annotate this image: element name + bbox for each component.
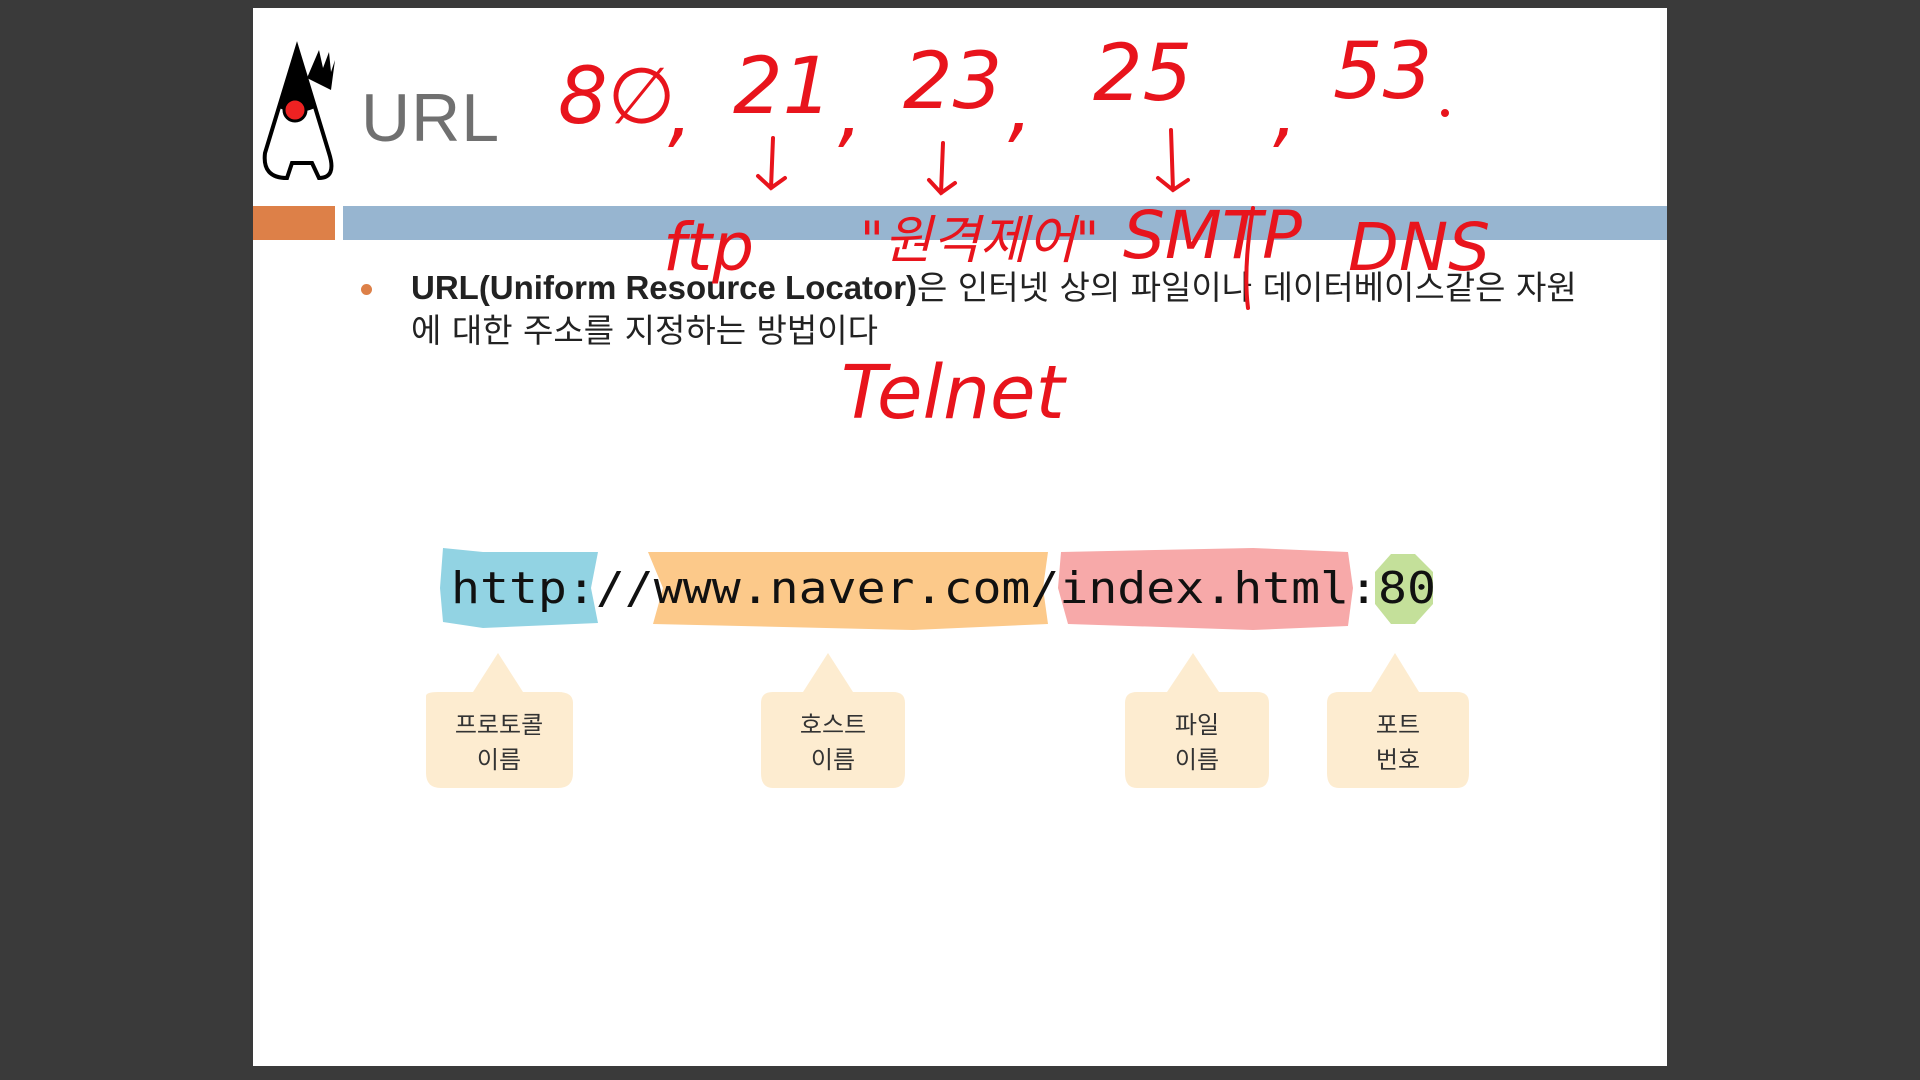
url-port: 80 (1378, 563, 1436, 614)
url-file: index.html (1059, 563, 1349, 614)
callout-file: 파일 이름 (1125, 653, 1269, 788)
callout-file-line2: 이름 (1175, 746, 1219, 774)
host-shape (648, 552, 1048, 630)
callout-port: 포트 번호 (1327, 653, 1469, 788)
note-port-21: 21 (733, 42, 832, 132)
slide: URL URL(Uniform Resource Locator)은 인터넷 상… (253, 8, 1667, 1066)
note-telnet: Telnet (841, 350, 1068, 436)
note-comma-3: , (1008, 62, 1033, 152)
note-port-25: 25 (1093, 29, 1192, 119)
slide-title: URL (361, 80, 501, 156)
title-divider-bar (343, 206, 1667, 240)
url-diagram: http://www.naver.com/index.html:80 프로토콜 … (426, 548, 1469, 788)
callout-host-line1: 호스트 (800, 711, 866, 739)
callout-host: 호스트 이름 (761, 653, 905, 788)
file-shape (1058, 548, 1353, 630)
url-separator: :// (567, 563, 654, 614)
callout-host-line2: 이름 (811, 746, 855, 774)
callout-protocol-line2: 이름 (477, 746, 521, 774)
url-text: http://www.naver.com/index.html:80 (451, 563, 1436, 614)
note-comma-4: , (1273, 67, 1298, 157)
callout-file-line1: 파일 (1175, 711, 1219, 739)
note-comma-2: , (838, 67, 863, 157)
duke-mascot-icon (262, 41, 335, 181)
bullet-dot (361, 284, 372, 295)
title-accent-bar (253, 206, 335, 240)
note-port-23: 23 (903, 37, 1002, 127)
callout-port-line2: 번호 (1376, 746, 1420, 774)
url-host: www.naver.com (654, 563, 1031, 614)
url-colon: : (1349, 563, 1378, 614)
note-comma-1: , (668, 67, 693, 157)
bullet-text: URL(Uniform Resource Locator)은 인터넷 상의 파일… (411, 266, 1591, 352)
url-protocol: http (451, 563, 567, 614)
callout-protocol: 프로토콜 이름 (426, 653, 573, 788)
protocol-shape (440, 548, 598, 628)
note-port-80: 8∅ (558, 52, 676, 142)
callout-port-line1: 포트 (1376, 711, 1420, 739)
note-port-53: 53 (1333, 27, 1432, 117)
port-shape (1375, 554, 1433, 624)
url-slash: / (1030, 563, 1059, 614)
callout-protocol-line1: 프로토콜 (455, 711, 543, 739)
bullet-term: URL(Uniform Resource Locator) (411, 269, 918, 306)
